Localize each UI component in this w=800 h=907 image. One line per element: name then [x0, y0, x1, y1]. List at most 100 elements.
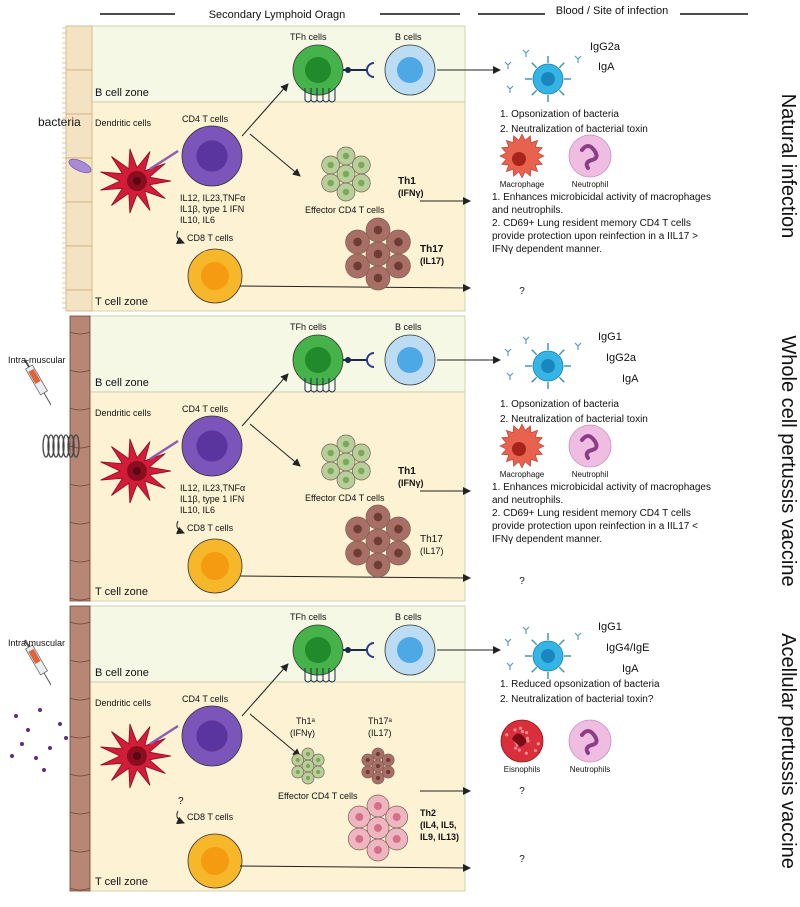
t-cell-zone-label: T cell zone — [95, 876, 148, 888]
plasma-cell-antibody — [531, 89, 538, 96]
b-cell-label: B cells — [395, 612, 422, 622]
arrow-cd4-to-effector — [249, 423, 301, 467]
neutrophil-icon-body — [568, 424, 612, 468]
plasma-cell-antibody — [558, 62, 565, 69]
tfh-cell — [292, 44, 344, 96]
cd4-label: CD4 T cells — [182, 694, 229, 704]
plasma-cell-antibody — [558, 639, 565, 646]
dendritic-label: Dendritic cells — [95, 408, 152, 418]
cd4-t-cell — [181, 125, 243, 187]
tfh-cell-nucleus — [305, 57, 331, 83]
tissue-wall-epithelial-cell — [65, 113, 93, 159]
t-cell-zone-label: T cell zone — [95, 586, 148, 598]
th17-cluster-dot — [375, 775, 381, 781]
tissue-wall — [69, 315, 91, 602]
t-cell-zone — [89, 101, 466, 312]
th1-cluster — [321, 146, 371, 202]
neutrophil-icon — [568, 424, 612, 468]
effect-line: 1. Enhances microbicidal activity of mac… — [492, 482, 711, 493]
syringe-icon-fluid — [28, 648, 41, 665]
eosinophil-icon — [500, 719, 544, 763]
tfh-b-synapse-receptor — [345, 647, 351, 653]
tissue-wall-muscle — [69, 315, 91, 602]
th1-cluster-dot — [327, 179, 334, 187]
eosinophil-icon-granule — [518, 726, 523, 730]
tfh-b-synapse-process — [328, 378, 336, 393]
antibody-label: IgG1 — [598, 331, 622, 343]
neutrophil-icon — [568, 719, 612, 763]
antigen-particle — [42, 768, 46, 772]
cd4-t-cell-nucleus — [196, 720, 228, 752]
tfh-b-synapse — [304, 642, 375, 683]
cd8-t-cell-nucleus — [200, 261, 230, 291]
eosinophil-icon-granule — [517, 748, 521, 752]
syringe-icon — [24, 639, 52, 686]
eosinophil-icon-granule — [505, 733, 509, 737]
tissue-wall-seam — [69, 369, 91, 373]
antigen-particle — [10, 754, 14, 758]
tissue-wall-epithelial-cell — [65, 25, 93, 71]
dc-tcell-contact — [149, 149, 179, 171]
th1-cluster-dot — [358, 449, 365, 457]
antibody-effect: 2. Neutralization of bacterial toxin — [500, 414, 648, 425]
side-title: Whole cell pertussis vaccine — [777, 335, 799, 586]
plasma-cell-antibody — [531, 666, 538, 673]
plasma-cell-free-antibody — [504, 638, 512, 646]
antigen-particle — [58, 722, 62, 726]
tissue-wall-muscle — [69, 605, 91, 892]
plasma-cell-free-antibody — [574, 55, 582, 63]
eosinophil-icon-granule — [533, 748, 538, 753]
effector-label: Effector CD4 T cells — [305, 493, 385, 503]
th17-cluster-dot — [365, 769, 370, 775]
plasma-cell-antibody — [531, 349, 538, 356]
antibody-label: IgG2a — [606, 352, 637, 364]
dc-question: ? — [178, 796, 184, 807]
th1-cluster-dot — [305, 763, 311, 769]
plasma-cell-free-antibody — [504, 348, 512, 356]
th17-cluster-dot — [353, 524, 362, 534]
b-cell — [384, 44, 436, 96]
cd8-out-question: ? — [519, 576, 525, 587]
th17-cytokine: (IL17) — [420, 256, 444, 266]
effector-label: Effector CD4 T cells — [278, 791, 358, 801]
antibody-label: IgA — [622, 373, 639, 385]
antigen-particle — [64, 736, 68, 740]
th1-cluster-dot — [342, 188, 350, 196]
macrophage-icon-nucleus — [512, 442, 526, 456]
plasma-cell-antibody — [558, 349, 565, 356]
b-cell-zone-label: B cell zone — [95, 667, 149, 679]
neutrophil-icon-body — [568, 719, 612, 763]
th1-cluster-dot — [327, 161, 334, 169]
antibody-label: IgG2a — [590, 41, 621, 53]
cd4-t-cell — [181, 705, 243, 767]
tissue-wall-seam — [69, 559, 91, 563]
th1-cluster — [291, 747, 325, 785]
neutrophil-icon — [568, 134, 612, 178]
plasma-cell-antibody — [558, 89, 565, 96]
th1-cluster-dot — [358, 467, 365, 475]
neutrophil-icon-nucleus — [580, 144, 599, 170]
cell1-label: Macrophage — [500, 180, 545, 189]
macrophage-icon-nucleus — [512, 152, 526, 166]
antibody-effect: 2. Neutralization of bacterial toxin? — [500, 694, 654, 705]
antigen-particle — [34, 756, 38, 760]
eosinophil-icon-granule — [525, 736, 530, 740]
tfh-label: TFh cells — [290, 32, 327, 42]
tissue-wall-epithelial-cell — [65, 245, 93, 291]
th1-cluster — [321, 434, 371, 490]
entry-label: Intra muscular — [8, 638, 65, 648]
cd8-label: CD8 T cells — [187, 233, 234, 243]
cytokine-label: IL10, IL6 — [180, 215, 215, 225]
tfh-label: TFh cells — [290, 612, 327, 622]
plasma-cell-antibody — [558, 376, 565, 383]
coil-icon — [42, 434, 50, 458]
effect-line: and neutrophils. — [492, 205, 563, 216]
cd8-out-question: ? — [519, 854, 525, 865]
plasma-cell — [504, 336, 582, 389]
b-cell-zone-label: B cell zone — [95, 87, 149, 99]
cd8-t-cell-nucleus — [200, 846, 230, 876]
cd8-out-question: ? — [519, 286, 525, 297]
tfh-label: TFh cells — [290, 322, 327, 332]
th17-label: Th17 — [420, 244, 444, 255]
